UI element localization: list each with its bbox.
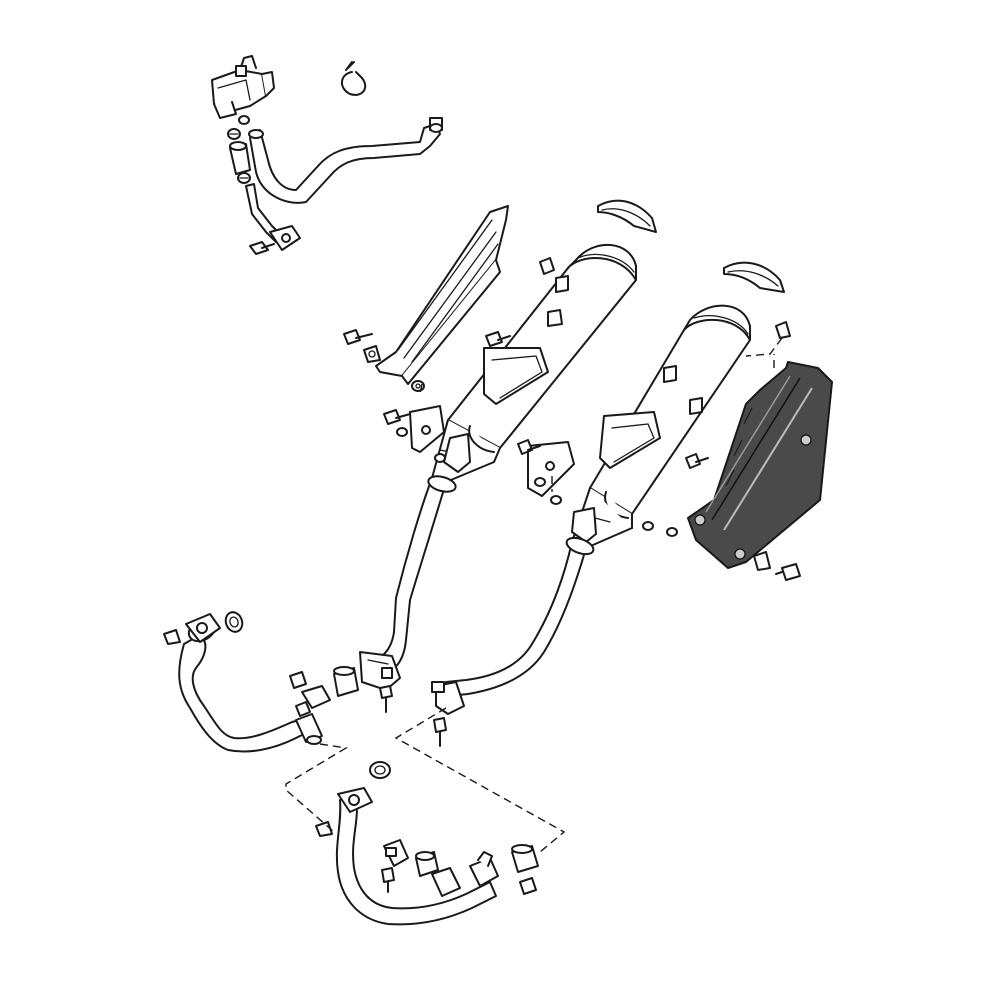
pipe-2-flange	[337, 787, 373, 813]
pipe-1-gasket-sleeve	[333, 666, 359, 697]
pipe-2-bracket-bolt	[519, 877, 537, 895]
left-pipe-clamp-bolt	[379, 685, 393, 713]
right-pipe-clamp	[431, 681, 465, 715]
pipe-2-clamp-bolt	[381, 867, 395, 893]
left-pipe-clamp	[359, 651, 401, 691]
right-silencer-mount-bracket	[571, 507, 597, 543]
left-silencer-nut-1	[363, 345, 381, 363]
right-silencer-washer-3	[642, 521, 654, 531]
pipe-2-end-sleeve	[511, 844, 539, 873]
left-silencer-washer-2	[396, 427, 408, 437]
left-silencer-bolt-2	[383, 409, 411, 425]
heat-shield-nut	[753, 551, 771, 571]
right-silencer-washer-1	[534, 477, 546, 487]
left-heat-shield	[375, 205, 509, 385]
left-silencer-bracket-plate	[409, 405, 445, 453]
right-pipe-clamp-bolt	[433, 717, 447, 747]
right-silencer-nut-1	[775, 321, 791, 339]
right-silencer-bracket-plate	[527, 441, 575, 497]
hose-clip-3	[238, 115, 250, 125]
right-connecting-pipe	[445, 536, 595, 697]
pipe-1-gasket	[224, 611, 244, 633]
pipe-2-outlet-sleeve	[431, 867, 461, 897]
air-injection-valve-assembly	[211, 55, 443, 255]
left-silencer-end-cap	[597, 199, 657, 233]
right-silencer-end-cap	[723, 261, 785, 293]
left-silencer-bolt-1	[343, 329, 373, 345]
heat-shield-bolt	[775, 563, 801, 581]
pipe-1-clamp-bolt	[289, 671, 307, 689]
right-silencer-bolt-1	[517, 439, 541, 455]
right-silencer-washer-4	[666, 527, 678, 537]
pipe-2-bracket-clamp	[469, 851, 499, 887]
pipe-clip-upper-right	[429, 117, 443, 133]
pipe-1-joint-clamp	[295, 685, 331, 717]
right-silencer-washer-2	[550, 495, 562, 505]
assembly-guide-lines	[285, 337, 783, 853]
left-silencer-cap-nut	[539, 257, 555, 275]
pipe-2-nut	[315, 821, 333, 837]
pipe-2-gasket-sleeve	[415, 851, 439, 877]
pipe-2-gasket	[369, 761, 391, 779]
right-silencer-bolt-2	[685, 453, 709, 469]
air-pipe-flange	[269, 225, 301, 251]
hose-clip-1	[227, 128, 241, 140]
left-silencer-bolt-3	[485, 331, 511, 347]
pipe-1-outlet-sleeve	[295, 713, 323, 745]
pipe-1-nut	[163, 629, 181, 645]
left-connecting-pipe	[371, 475, 457, 677]
hose-clamp-ring	[341, 61, 367, 96]
pipe-2-joint-clamp	[383, 839, 409, 867]
left-silencer-washer-3	[434, 453, 446, 463]
right-heat-shield-highlighted	[687, 361, 833, 569]
air-hose-upper	[249, 123, 441, 204]
reed-valve-body	[211, 55, 275, 119]
flange-bolt-top	[249, 241, 275, 255]
hose-clip-2	[237, 172, 251, 184]
pipe-1-flange	[185, 613, 221, 643]
